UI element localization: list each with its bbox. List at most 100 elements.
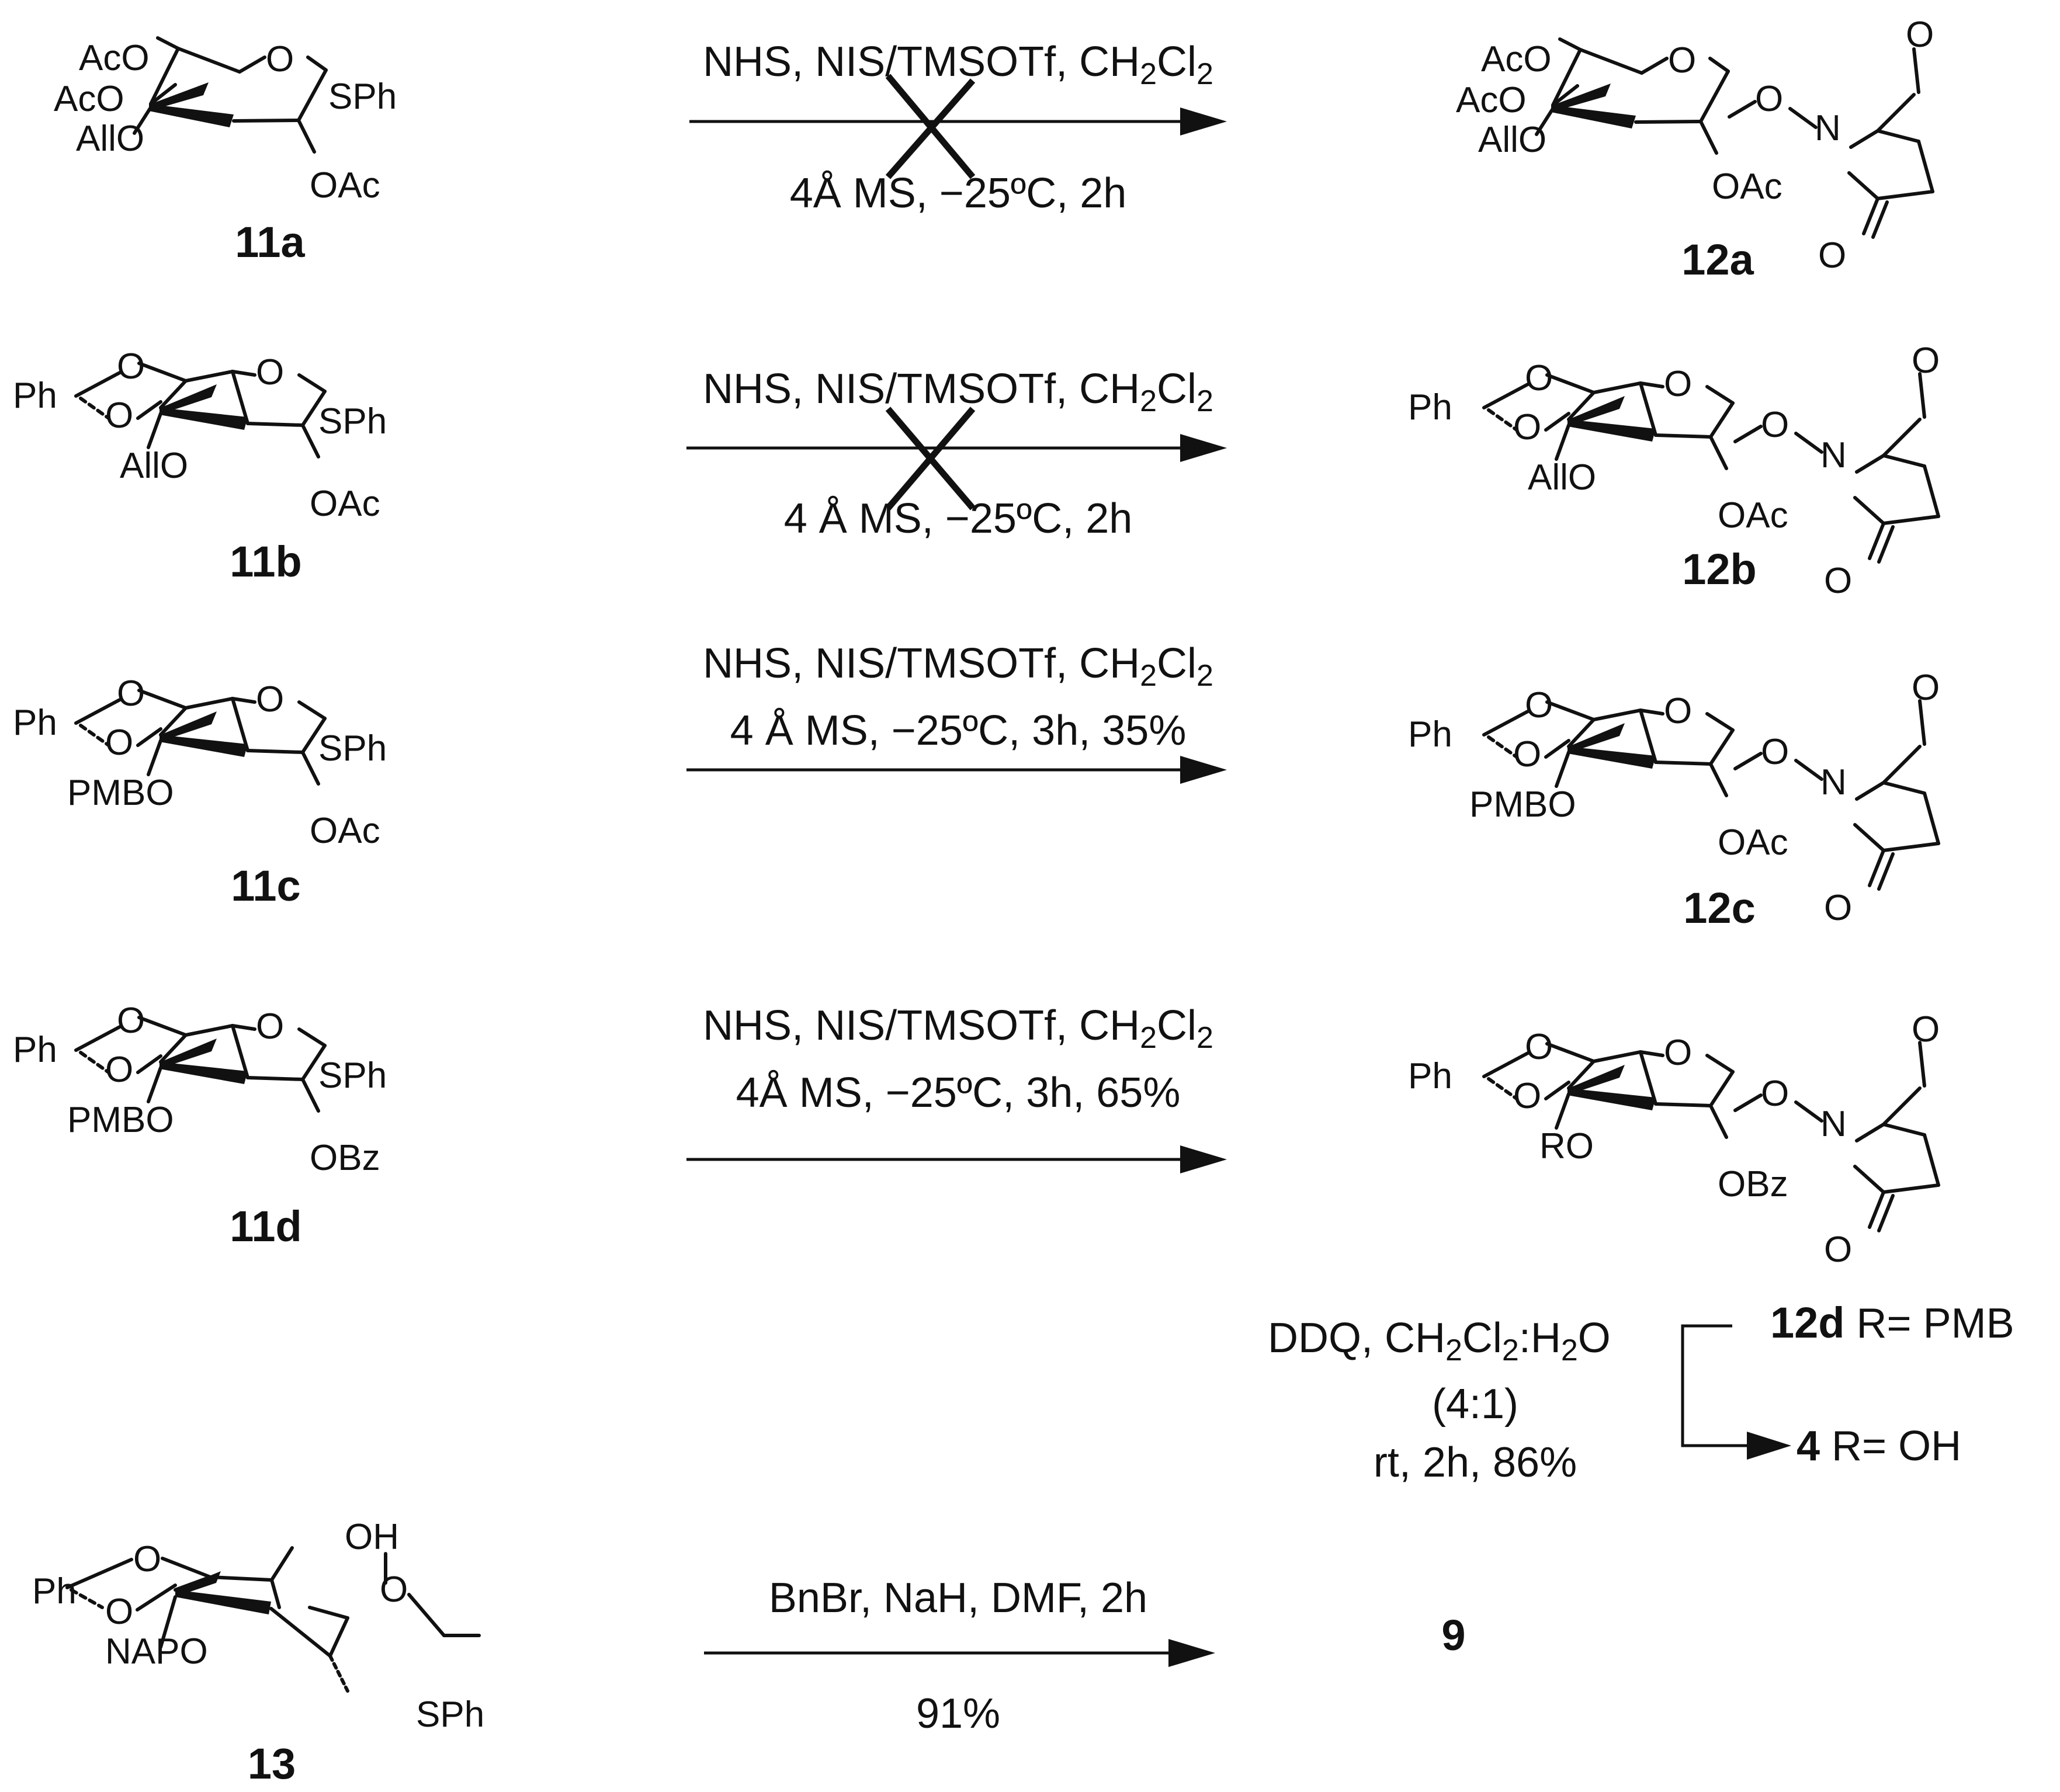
label-oh: OH <box>345 1517 399 1557</box>
reagents-text: BnBr, NaH, DMF, 2h <box>769 1575 1147 1621</box>
label-o-bottom: O <box>1824 561 1852 601</box>
product-12d-label: 12d R= PMB <box>1770 1298 2014 1347</box>
label-obz: OBz <box>1718 1164 1788 1204</box>
reaction-ddq: DDQ, CH2Cl2:H2O (4:1) rt, 2h, 86% <box>1268 1315 1791 1486</box>
label-sph: SPh <box>318 728 387 769</box>
compound-id: 11b <box>230 537 301 586</box>
label-aco-6: AcO <box>1481 39 1552 79</box>
label-o-top: O <box>1906 15 1934 55</box>
label-ph: Ph <box>32 1571 77 1612</box>
label-sph: SPh <box>416 1694 484 1735</box>
label-sph: SPh <box>318 1055 387 1096</box>
label-o-acetal-6: O <box>117 1001 145 1041</box>
label-link-o: O <box>1761 732 1789 772</box>
label-ring-o: O <box>1668 40 1696 81</box>
label-allo: AllO <box>76 119 144 159</box>
label-allo: AllO <box>1528 457 1596 498</box>
label-oac: OAc <box>310 165 380 206</box>
label-n: N <box>1820 435 1847 475</box>
label-pmbo: PMBO <box>67 773 174 813</box>
conditions-text: rt, 2h, 86% <box>1374 1439 1577 1486</box>
label-ring-o: O <box>256 352 284 393</box>
label-n: N <box>1820 762 1847 803</box>
label-ring-o: O <box>266 39 294 79</box>
label-pmbo: PMBO <box>1469 784 1576 825</box>
compound-11a: AcO AcO AllO O SPh OAc 11a <box>54 38 397 266</box>
reagents-text: NHS, NIS/TMSOTf, CH2Cl2 <box>703 39 1213 91</box>
label-o-top: O <box>1912 341 1940 381</box>
label-napo: NAPO <box>105 1631 208 1672</box>
conditions-text: 4 Å MS, −25ºC, 3h, 35% <box>730 707 1187 754</box>
conditions-text: 4Å MS, −25ºC, 3h, 65% <box>736 1069 1181 1116</box>
conditions-text: 4 Å MS, −25ºC, 2h <box>784 495 1133 542</box>
label-o-acetal-6: O <box>117 346 145 387</box>
compound-11c: Ph O O PMBO O SPh OAc 11c <box>13 673 387 910</box>
compound-12d-4: Ph O O RO O O N O O OBz <box>1408 1009 1940 1270</box>
product-4-label: 4 R= OH <box>1797 1423 1961 1470</box>
label-o-acetal-6: O <box>1525 358 1553 398</box>
compound-id: 11c <box>231 862 300 910</box>
label-o-acetal-4: O <box>1513 734 1541 775</box>
label-n: N <box>1820 1104 1847 1144</box>
label-oac: OAc <box>1718 495 1788 536</box>
conditions-text: 4Å MS, −25ºC, 2h <box>790 170 1127 217</box>
compound-12b: Ph O O AllO O O N O O OAc 12b <box>1408 341 1940 601</box>
label-ring-o: O <box>256 1006 284 1047</box>
label-sph: SPh <box>318 401 387 442</box>
label-ph: Ph <box>1408 387 1452 428</box>
label-ring-o: O <box>1664 364 1692 404</box>
reaction-arrow-2: NHS, NIS/TMSOTf, CH2Cl2 4 Å MS, −25ºC, 2… <box>686 366 1227 542</box>
reagents-text: DDQ, CH2Cl2:H2O <box>1268 1315 1611 1367</box>
label-ro: RO <box>1539 1126 1594 1166</box>
reaction-arrow-5: BnBr, NaH, DMF, 2h 91% <box>704 1575 1215 1737</box>
reaction-arrow-3: NHS, NIS/TMSOTf, CH2Cl2 4 Å MS, −25ºC, 3… <box>686 640 1227 784</box>
label-o-acetal-4: O <box>105 1592 133 1632</box>
label-link-o: O <box>1761 405 1789 445</box>
label-link-o: O <box>1755 79 1783 119</box>
label-aco-4: AcO <box>1456 80 1527 120</box>
label-o-top: O <box>1912 668 1940 708</box>
label-allo: AllO <box>120 446 188 486</box>
reagents-text: NHS, NIS/TMSOTf, CH2Cl2 <box>703 1002 1213 1055</box>
label-allo: AllO <box>1478 120 1546 160</box>
label-o-bottom: O <box>1818 235 1846 276</box>
label-ph: Ph <box>13 1030 57 1070</box>
reagents-text: NHS, NIS/TMSOTf, CH2Cl2 <box>703 366 1213 418</box>
compound-id: 12c <box>1683 884 1755 932</box>
compound-id: 12a <box>1681 235 1754 284</box>
label-o-top: O <box>1912 1009 1940 1050</box>
label-obz: OBz <box>310 1138 380 1178</box>
compound-11d: Ph O O PMBO O SPh OBz 11d <box>13 1001 387 1251</box>
label-aco-4: AcO <box>54 79 124 119</box>
label-oac: OAc <box>310 484 380 524</box>
label-aco-6: AcO <box>79 38 150 78</box>
label-pmbo: PMBO <box>67 1100 174 1140</box>
label-o-acetal-6: O <box>1525 685 1553 725</box>
compound-id: 12b <box>1682 545 1757 593</box>
label-link-o: O <box>1761 1074 1789 1114</box>
label-n: N <box>1815 108 1841 148</box>
label-oac: OAc <box>310 811 380 851</box>
label-ring-o: O <box>1664 1033 1692 1073</box>
label-o-acetal-4: O <box>105 723 133 763</box>
label-ring-o: O <box>1664 691 1692 731</box>
label-o-acetal-6: O <box>133 1539 161 1579</box>
label-oac: OAc <box>1712 166 1782 207</box>
label-o-acetal-4: O <box>105 1050 133 1090</box>
compound-id: 13 <box>248 1739 296 1788</box>
label-o-bottom: O <box>1824 888 1852 928</box>
reaction-arrow-1: NHS, NIS/TMSOTf, CH2Cl2 4Å MS, −25ºC, 2h <box>689 39 1227 217</box>
ratio-text: (4:1) <box>1432 1381 1518 1428</box>
label-o-acetal-4: O <box>1513 407 1541 447</box>
product-9-label: 9 <box>1441 1611 1465 1659</box>
compound-id: 11a <box>235 218 305 266</box>
yield-text: 91% <box>916 1690 1000 1737</box>
compound-11b: Ph O O AllO O SPh OAc 11b <box>13 346 387 586</box>
label-ring-o: O <box>256 679 284 720</box>
compound-13-upper-bonds <box>384 1552 481 1637</box>
label-oac: OAc <box>1718 822 1788 863</box>
compound-13: Ph O O NAPO OH O SPh 13 <box>32 1517 484 1788</box>
label-ph: Ph <box>13 703 57 743</box>
compound-12a: AcO AcO AllO O O N O O OAc 12a <box>1456 15 1934 284</box>
